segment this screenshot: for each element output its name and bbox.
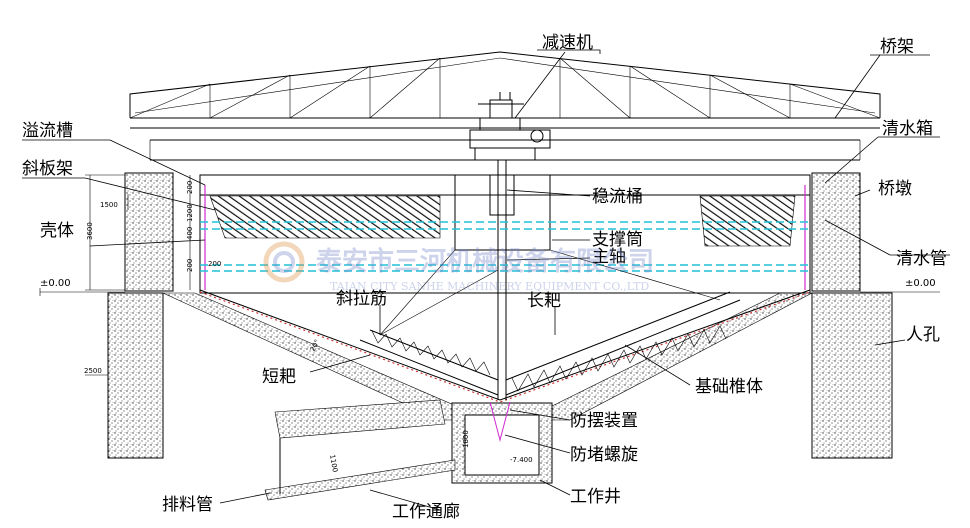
watermark: 泰安市三河机械设备有限公司 TAIAN CITY SANHE MACHINERY… [263, 241, 654, 293]
dim-200a: 200 [186, 181, 194, 194]
dim-2500: 2500 [84, 367, 102, 375]
label-bridge-pier: 桥墩 [878, 179, 912, 199]
dim-1100: 1100 [328, 454, 339, 473]
level-left: ±0.00 [40, 278, 71, 289]
level-right: ±0.00 [905, 278, 936, 289]
label-overflow-trough: 溢流槽 [22, 121, 73, 141]
label-reducer: 减速机 [542, 33, 593, 53]
label-shell: 壳体 [40, 221, 74, 241]
label-clear-water-pipe: 清水管 [896, 249, 947, 269]
label-foundation-cone: 基础椎体 [695, 377, 763, 397]
label-manhole: 人孔 [906, 325, 940, 345]
label-short-rake: 短耙 [262, 367, 296, 387]
reducer-drive [469, 92, 551, 161]
dim-1500: 1500 [100, 201, 118, 209]
left-dimensions [39, 174, 940, 376]
watermark-cn: 泰安市三河机械设备有限公司 [316, 246, 654, 277]
labels: 减速机 桥架 溢流槽 清水箱 斜板架 稳流桶 桥墩 壳体 支撑筒 主轴 清水管 … [22, 33, 947, 522]
rakes [359, 249, 741, 396]
label-anti-block-screw: 防堵螺旋 [570, 445, 638, 465]
label-work-well: 工作井 [570, 487, 621, 507]
label-bridge: 桥架 [880, 37, 914, 57]
central-drum [200, 160, 810, 400]
dim-200c: 200 [208, 260, 221, 268]
label-tie-bar: 斜拉筋 [336, 289, 387, 309]
bridge-truss [129, 51, 881, 161]
label-discharge-pipe: 排料管 [162, 495, 213, 515]
dim-1800: 1800 [462, 430, 470, 448]
watermark-logo-inner-icon [273, 251, 295, 273]
label-long-rake: 长耙 [527, 291, 561, 311]
label-work-corridor: 工作通廊 [392, 502, 460, 522]
watermark-logo-icon [263, 241, 305, 283]
label-support-drum: 支撑筒 [592, 230, 643, 250]
dim-200b: 200 [186, 259, 194, 272]
tank-walls [107, 172, 893, 501]
leader-lines [22, 49, 950, 511]
label-main-shaft: 主轴 [592, 247, 626, 267]
label-stilling-drum: 稳流桶 [592, 187, 643, 207]
watermark-en: TAIAN CITY SANHE MACHINERY EQUIPMENT CO.… [330, 280, 649, 293]
dim-1200: 1200 [186, 204, 194, 222]
dim-3600: 3600 [86, 222, 94, 240]
inclined-plates [209, 195, 796, 247]
label-clear-water-box: 清水箱 [882, 119, 933, 139]
dim-7400: -7.400 [510, 456, 533, 464]
label-inclined-plate-frame: 斜板架 [22, 159, 73, 179]
label-anti-swing: 防摆装置 [570, 411, 638, 431]
dim-400: 400 [186, 227, 194, 240]
